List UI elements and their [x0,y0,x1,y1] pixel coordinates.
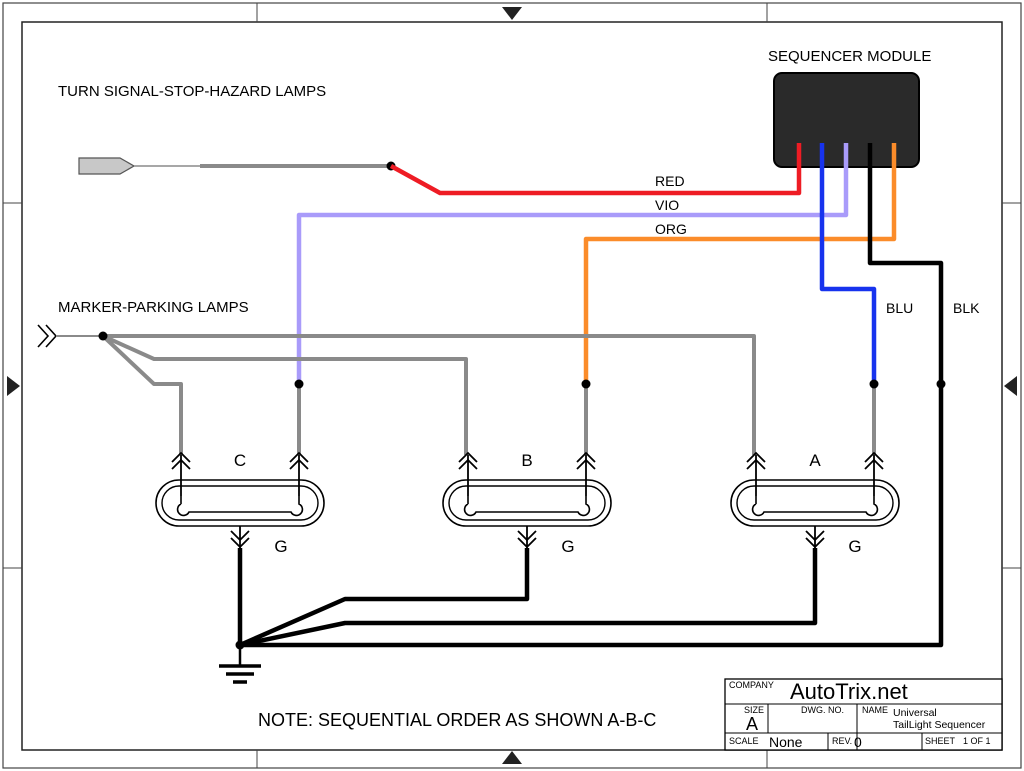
input-arrow-icon [746,451,766,470]
wire-label-orange: ORG [655,221,687,237]
turn-signal-label: TURN SIGNAL-STOP-HAZARD LAMPS [58,83,326,100]
marker-input-arrow [37,324,58,348]
ground-wire-b [239,548,530,648]
ground-label: G [274,537,287,556]
size-label: SIZE [744,705,764,715]
bulb-inner [448,485,606,521]
wire-violet [296,143,849,384]
wire-label-black: BLK [953,300,980,316]
junction-blue [869,379,879,389]
center-mark-top [502,7,522,20]
rev-label: REV. [832,736,852,746]
company-label: COMPANY [729,680,774,690]
sheet-label: SHEET [925,736,956,746]
title-block: COMPANY AutoTrix.net SIZE A DWG. NO. NAM… [724,678,1003,751]
dwg-label: DWG. NO. [801,705,844,715]
lamp-label: B [521,451,532,470]
ground-symbol-icon [219,664,261,684]
ground-arrow-icon [230,530,250,549]
marker-junction [98,331,108,341]
size-value: A [746,714,758,734]
marker-wiring [37,324,756,455]
center-mark-right [1004,376,1017,396]
module-title: SEQUENCER MODULE [768,48,931,65]
marker-wire-b [102,334,468,455]
wire-blue [819,143,877,384]
marker-wire-a [103,334,756,455]
scale-label: SCALE [729,736,759,746]
wire-label-blue: BLU [886,300,913,316]
turn-signal-input [78,157,396,175]
scale-value: None [769,734,803,750]
name-line1: Universal [893,707,937,719]
marker-label: MARKER-PARKING LAMPS [58,299,249,316]
wire-label-red: RED [655,173,685,189]
ground-label: G [561,537,574,556]
ground-label: G [848,537,861,556]
junction-violet [294,379,304,389]
input-arrow-icon [289,451,309,470]
company-name: AutoTrix.net [790,679,908,704]
junction-black [936,379,946,389]
sequencer-module: SEQUENCER MODULE [768,48,931,168]
marker-wire-c [101,334,183,455]
ground-wire-a [239,548,818,648]
lamps: C G B G A G [155,451,900,556]
center-mark-left [7,376,20,396]
filament [751,496,879,517]
lamp-b: B G [442,451,612,556]
sheet-value: 1 OF 1 [963,736,991,746]
lamp-label: A [809,451,821,470]
name-line2: TailLight Sequencer [893,719,986,731]
bulb-inner [736,485,894,521]
ground-wiring [219,548,818,684]
input-arrow-icon [864,451,884,470]
rev-value: 0 [854,734,862,750]
lamp-c: C G [155,451,325,556]
name-label: NAME [862,705,888,715]
wire-red [389,143,802,196]
wire-black [240,143,944,648]
ground-arrow-icon [805,530,825,549]
junction-orange [581,379,591,389]
input-arrow-icon [576,451,596,470]
filament [176,496,304,517]
filament [463,496,591,517]
sequence-note: NOTE: SEQUENTIAL ORDER AS SHOWN A-B-C [258,710,656,730]
bulb-inner [161,485,319,521]
lamp-a: A G [730,451,900,556]
wire-label-violet: VIO [655,197,679,213]
lamp-label: C [234,451,246,470]
input-arrow-icon [171,451,191,470]
ground-arrow-icon [517,530,537,549]
center-mark-bottom [502,751,522,764]
connector-pin [78,157,136,175]
input-arrow-icon [458,451,478,470]
wire-orange [583,143,897,384]
